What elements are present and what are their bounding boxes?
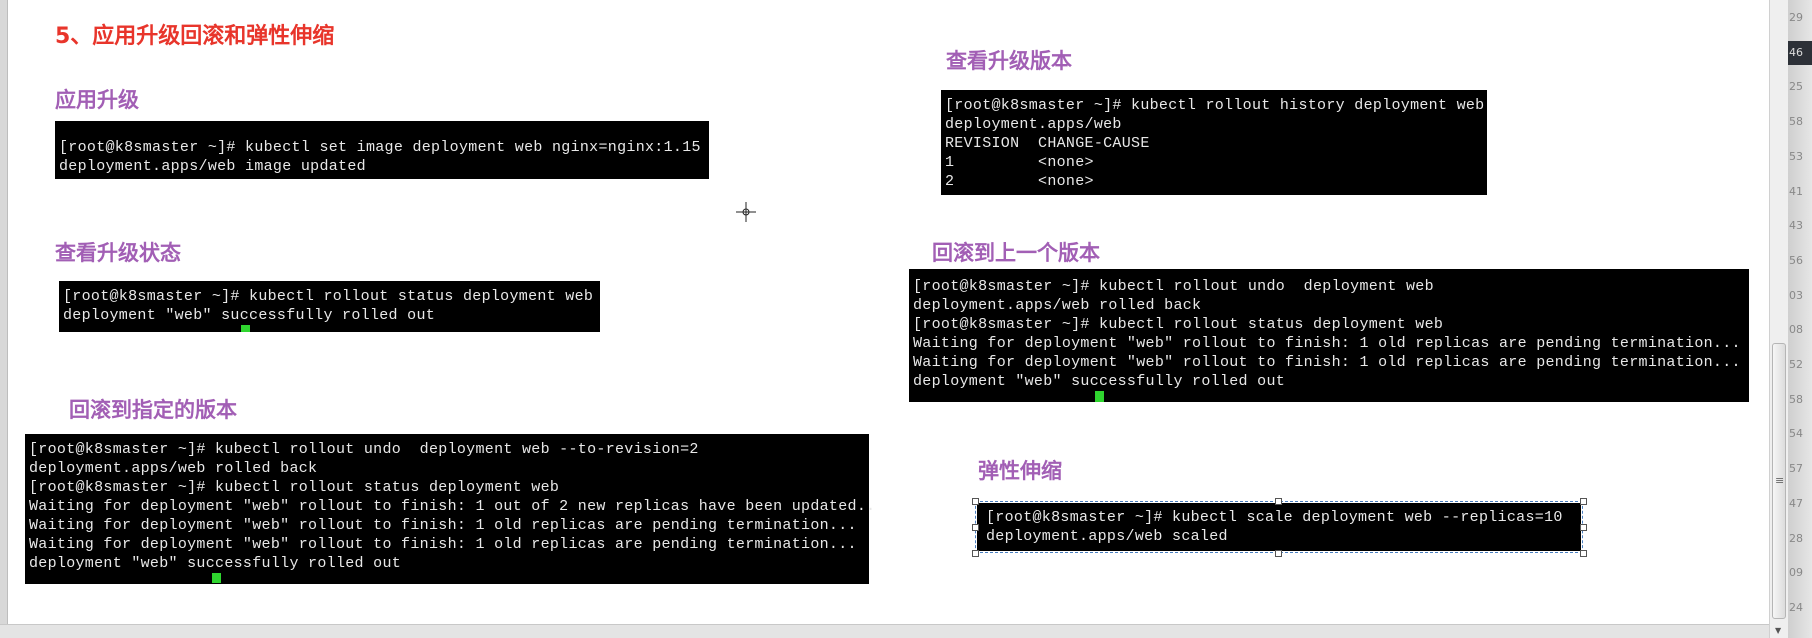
resize-handle[interactable] [1275, 498, 1282, 505]
terminal-upgrade[interactable]: [root@k8smaster ~]# kubectl set image de… [55, 121, 709, 179]
side-number-item[interactable]: 54 [1789, 427, 1803, 441]
terminal-line: Waiting for deployment "web" rollout to … [29, 536, 857, 553]
terminal-cursor [212, 573, 221, 583]
side-number-item[interactable]: 29 [1789, 11, 1803, 24]
page-title: 5、应用升级回滚和弹性伸缩 [55, 24, 335, 49]
terminal-line: [root@k8smaster ~]# kubectl rollout hist… [945, 97, 1485, 114]
side-number-item[interactable]: 52 [1789, 358, 1803, 371]
terminal-line: Waiting for deployment "web" rollout to … [29, 517, 857, 534]
resize-handle[interactable] [972, 498, 979, 505]
scroll-down-arrow-icon[interactable]: ▼ [1775, 626, 1782, 635]
left-edge [0, 0, 8, 624]
terminal-line: deployment.apps/web image updated [59, 158, 366, 175]
terminal-line: Waiting for deployment "web" rollout to … [913, 335, 1741, 352]
side-number-item[interactable]: 58 [1789, 115, 1803, 129]
terminal-cursor [1095, 391, 1104, 402]
side-number-item[interactable]: 43 [1789, 219, 1803, 233]
resize-handle[interactable] [1580, 498, 1587, 505]
bottom-bar [0, 624, 1769, 638]
grip-icon: ≡ [1775, 474, 1785, 487]
resize-handle[interactable] [1275, 550, 1282, 557]
crosshair-cursor-icon [736, 202, 756, 222]
side-number-item[interactable]: 47 [1789, 496, 1803, 510]
terminal-status[interactable]: [root@k8smaster ~]# kubectl rollout stat… [59, 281, 600, 332]
side-number-item[interactable]: 28 [1789, 531, 1803, 545]
terminal-line: 1 <none> [945, 154, 1094, 171]
terminal-line: Waiting for deployment "web" rollout to … [913, 354, 1741, 371]
resize-handle[interactable] [972, 550, 979, 557]
terminal-line: deployment "web" successfully rolled out [913, 373, 1286, 390]
terminal-undo-previous[interactable]: [root@k8smaster ~]# kubectl rollout undo… [909, 269, 1749, 402]
side-number-item[interactable]: 24 [1789, 600, 1803, 614]
resize-handle[interactable] [972, 524, 979, 531]
vertical-scrollbar[interactable]: ≡ ▼ [1769, 0, 1788, 638]
terminal-line: [root@k8smaster ~]# kubectl rollout undo… [913, 278, 1434, 295]
terminal-line: [root@k8smaster ~]# kubectl rollout stat… [29, 479, 560, 496]
terminal-scale-selected[interactable]: [root@k8smaster ~]# kubectl scale deploy… [975, 501, 1583, 553]
side-number-item[interactable]: 25 [1789, 80, 1803, 94]
side-number-item[interactable]: 57 [1789, 462, 1803, 476]
scrollbar-thumb[interactable]: ≡ [1772, 343, 1786, 619]
resize-handle[interactable] [1580, 524, 1587, 531]
terminal-line: [root@k8smaster ~]# kubectl rollout undo… [29, 441, 699, 458]
side-number-item[interactable]: 58 [1789, 392, 1803, 406]
heading-undo-previous: 回滚到上一个版本 [932, 241, 1100, 265]
terminal-line: REVISION CHANGE-CAUSE [945, 135, 1150, 152]
terminal-line: [root@k8smaster ~]# kubectl rollout stat… [913, 316, 1444, 333]
heading-upgrade: 应用升级 [55, 88, 139, 112]
terminal-line: deployment "web" successfully rolled out [63, 307, 436, 324]
heading-history: 查看升级版本 [946, 49, 1072, 73]
terminal-cursor [241, 325, 250, 332]
side-number-item[interactable]: 46 [1788, 40, 1812, 65]
terminal-line: deployment.apps/web [945, 116, 1122, 133]
resize-handle[interactable] [1580, 550, 1587, 557]
heading-undo-to-revision: 回滚到指定的版本 [69, 398, 237, 422]
terminal-history[interactable]: [root@k8smaster ~]# kubectl rollout hist… [941, 90, 1487, 195]
side-number-item[interactable]: 53 [1789, 149, 1803, 163]
terminal-line: [root@k8smaster ~]# kubectl scale deploy… [986, 509, 1563, 526]
terminal-undo-to-revision[interactable]: [root@k8smaster ~]# kubectl rollout undo… [25, 434, 876, 584]
side-number-item[interactable]: 41 [1789, 184, 1803, 198]
side-number-item[interactable]: 56 [1789, 253, 1803, 267]
heading-scale: 弹性伸缩 [978, 459, 1062, 483]
side-number-item[interactable]: 08 [1789, 323, 1803, 337]
terminal-line: [root@k8smaster ~]# kubectl rollout stat… [63, 288, 594, 305]
side-number-item[interactable]: 09 [1789, 566, 1803, 580]
terminal-line: deployment.apps/web rolled back [913, 297, 1202, 314]
terminal-line: deployment "web" successfully rolled out [29, 555, 402, 572]
side-number-item[interactable]: 03 [1789, 288, 1803, 302]
terminal-line: Waiting for deployment "web" rollout to … [29, 498, 876, 515]
heading-status: 查看升级状态 [55, 241, 181, 265]
terminal-line: deployment.apps/web scaled [986, 528, 1228, 545]
terminal-line: deployment.apps/web rolled back [29, 460, 318, 477]
terminal-line: 2 <none> [945, 173, 1094, 190]
side-number-strip: 29 46 25 58 53 41 43 56 03 08 52 58 54 57 47 28 09 24 [1788, 0, 1812, 638]
terminal-line: [root@k8smaster ~]# kubectl set image de… [59, 139, 701, 156]
